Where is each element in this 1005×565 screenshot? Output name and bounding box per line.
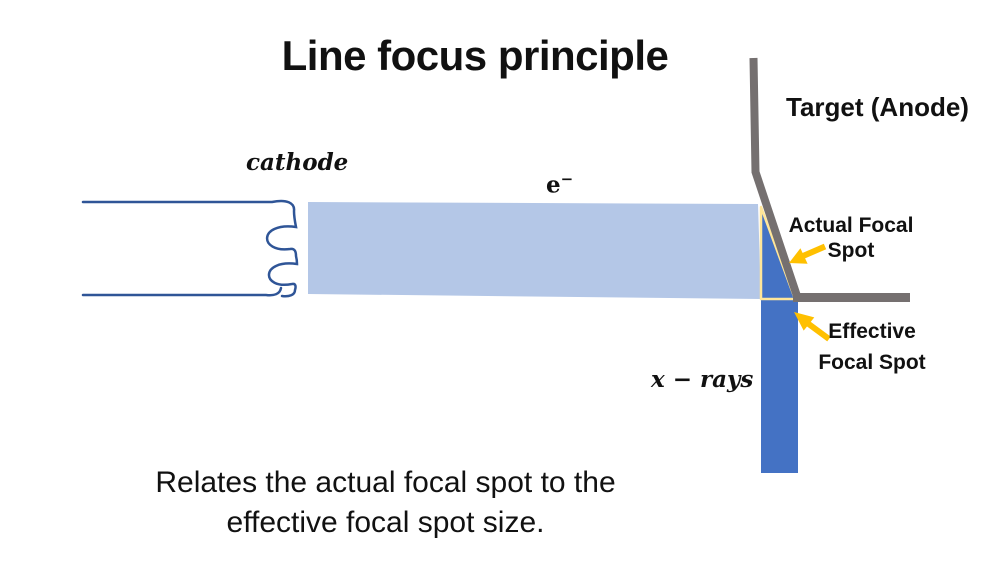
caption-line1: Relates the actual focal spot to the bbox=[155, 466, 616, 499]
xray-beam bbox=[761, 297, 798, 473]
actual-focal-spot-arrow-head bbox=[789, 248, 808, 264]
caption-text: Relates the actual focal spot to the eff… bbox=[128, 463, 643, 543]
cathode-filament bbox=[81, 199, 299, 298]
cathode-label: cathode bbox=[246, 149, 349, 176]
electron-charge-sign: − bbox=[560, 170, 574, 188]
actual-focal-spot-arrow-shaft bbox=[801, 243, 827, 259]
actual-focal-spot-label: Actual Focal Spot bbox=[771, 213, 931, 263]
effective-focal-spot-label: Effective Focal Spot bbox=[792, 316, 952, 378]
effective-focal-spot-line1: Effective bbox=[828, 320, 916, 343]
target-anode-label: Target (Anode) bbox=[786, 92, 969, 122]
electron-beam bbox=[308, 202, 761, 299]
cathode-lower-line bbox=[81, 286, 283, 297]
actual-focal-spot-line2: Spot bbox=[827, 239, 875, 262]
slide-title: Line focus principle bbox=[281, 32, 669, 79]
anode-angled-face bbox=[749, 57, 801, 298]
effective-focal-spot-arrow-shaft bbox=[806, 321, 831, 342]
electron-symbol: e bbox=[546, 171, 561, 199]
actual-focal-spot-line1: Actual Focal bbox=[788, 214, 914, 237]
caption-line2: effective focal spot size. bbox=[226, 506, 545, 539]
effective-focal-spot-arrow-head bbox=[794, 312, 815, 331]
effective-focal-spot-line2: Focal Spot bbox=[818, 351, 926, 374]
xrays-label: x − rays bbox=[651, 366, 754, 393]
electron-label: e− bbox=[546, 170, 573, 199]
